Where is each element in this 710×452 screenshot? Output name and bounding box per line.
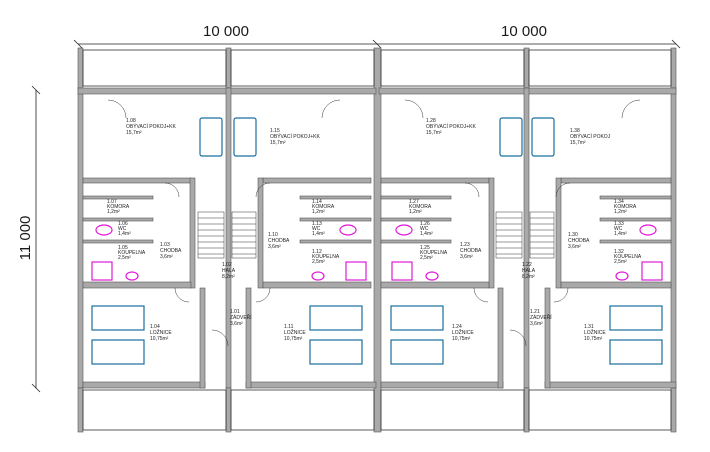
beds bbox=[91, 305, 663, 365]
balconies bbox=[82, 49, 672, 431]
sanitary-fixtures bbox=[91, 224, 663, 281]
dimension-top-left: 10 000 bbox=[203, 23, 249, 40]
dimension-top-right: 10 000 bbox=[501, 23, 547, 40]
stairs bbox=[197, 211, 555, 259]
dimension-lines bbox=[31, 39, 681, 393]
sofas bbox=[199, 117, 555, 157]
dimension-left: 11 000 bbox=[17, 216, 34, 261]
walls bbox=[77, 47, 677, 433]
doors bbox=[107, 99, 641, 347]
